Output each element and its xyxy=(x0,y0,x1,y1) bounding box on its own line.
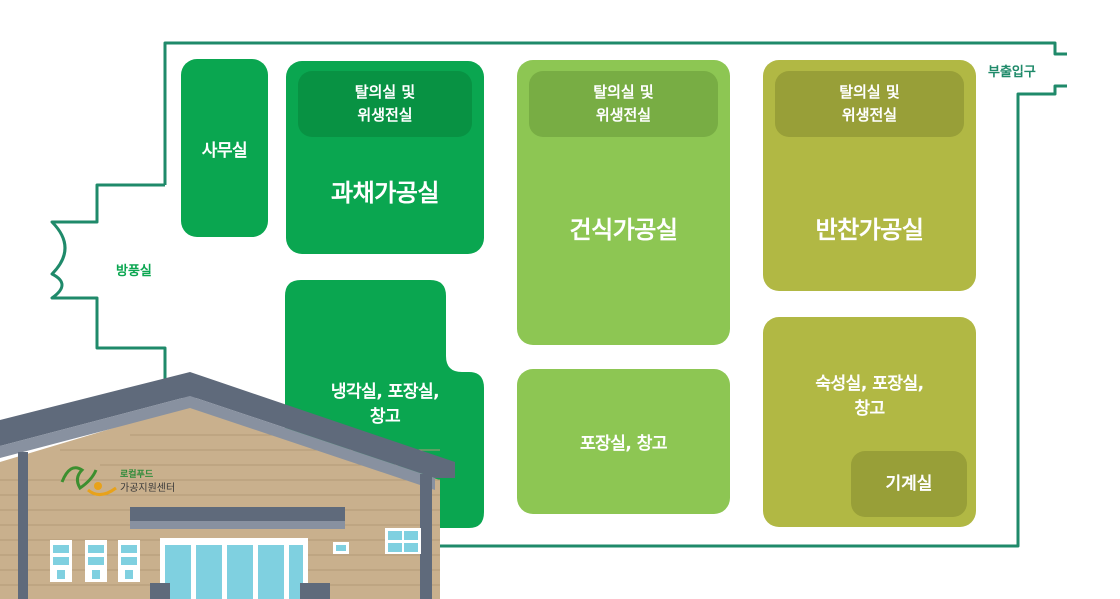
logo-text-line2: 가공지원센터 xyxy=(120,483,176,494)
side-dish-processing-label: 반찬가공실 xyxy=(815,216,924,244)
changing-room-3: 탈의실 및 위생전실 xyxy=(775,71,964,137)
changing-room-2: 탈의실 및 위생전실 xyxy=(529,71,718,137)
fruit-veg-processing-label: 과채가공실 xyxy=(331,179,439,207)
machine-room: 기계실 xyxy=(851,451,967,517)
changing-room-1: 탈의실 및 위생전실 xyxy=(298,71,472,137)
windbreak-label: 방풍실 xyxy=(116,264,152,279)
aging-label: 숙성실, 포장실, 창고 xyxy=(815,374,924,419)
cold-pack-label: 냉각실, 포장실, 창고 xyxy=(330,382,440,427)
pack-store-label: 포장실, 창고 xyxy=(579,434,668,454)
entrance-label: 부출입구 xyxy=(988,65,1036,80)
office-room: 사무실 xyxy=(181,59,268,237)
logo-text-line1: 로컬푸드 xyxy=(120,470,154,480)
pack-store-room: 포장실, 창고 xyxy=(517,369,730,514)
dry-processing-label: 건식가공실 xyxy=(569,216,678,244)
building-illustration xyxy=(0,372,455,599)
logo-icon xyxy=(60,466,117,496)
office-label: 사무실 xyxy=(201,140,248,161)
